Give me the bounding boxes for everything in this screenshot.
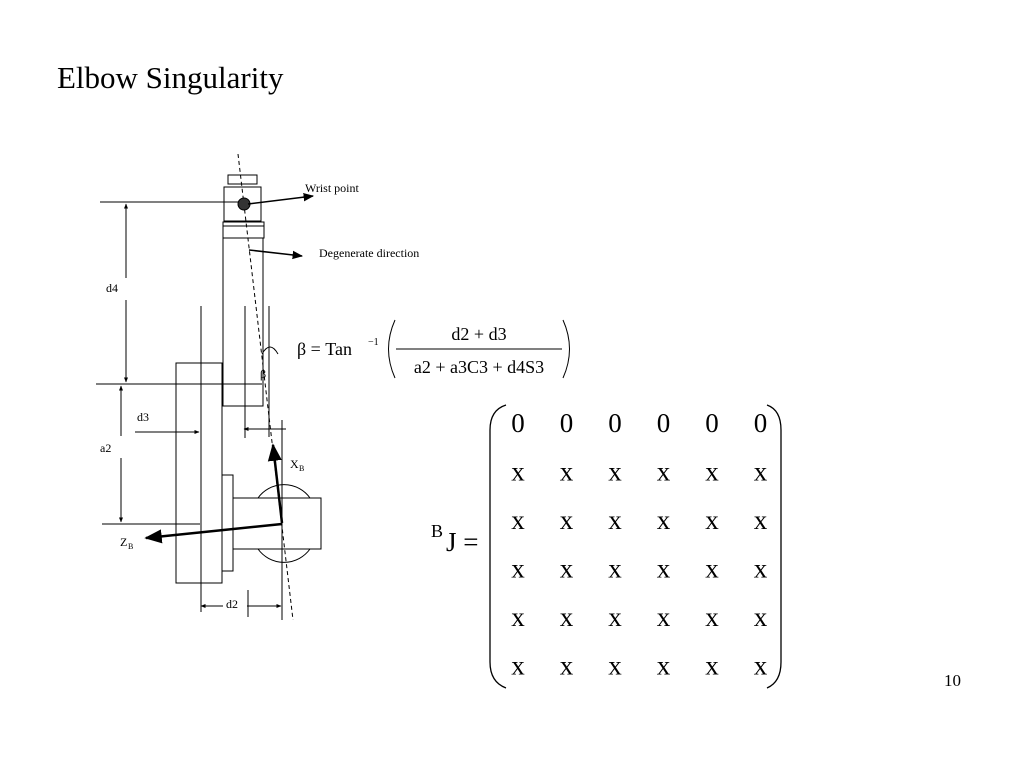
- degenerate-direction-label: Degenerate direction: [319, 246, 419, 260]
- matrix-cell: x: [560, 602, 574, 632]
- a2-label: a2: [100, 441, 111, 455]
- matrix-cell: 0: [705, 408, 719, 438]
- matrix-cell: x: [511, 457, 525, 487]
- upper-arm-link: [175, 362, 223, 584]
- matrix-left-bracket: [489, 404, 507, 689]
- beta-label: β: [260, 367, 266, 381]
- jacobian-superscript: B: [431, 521, 443, 541]
- beta-equation-exponent: −1: [368, 337, 379, 348]
- x-axis-label: X: [290, 457, 299, 471]
- beta-equation-right-paren: [562, 319, 570, 379]
- wrist-block: [223, 186, 262, 222]
- matrix-cell: x: [705, 457, 719, 487]
- matrix-cell: x: [754, 505, 768, 535]
- z-axis-subscript: B: [128, 542, 133, 551]
- matrix-cell: x: [705, 554, 719, 584]
- z-axis-label: Z: [120, 535, 127, 549]
- matrix-cell: x: [754, 457, 768, 487]
- matrix-cell: 0: [657, 408, 671, 438]
- matrix-cell: x: [657, 554, 671, 584]
- shoulder-joint-circle: [257, 484, 311, 563]
- matrix-cell: x: [608, 602, 622, 632]
- matrix-cell: x: [511, 651, 525, 681]
- matrix-cell: x: [560, 505, 574, 535]
- matrix-right-bracket: [766, 404, 782, 689]
- wrist-cap: [227, 174, 258, 185]
- matrix-cell: x: [511, 554, 525, 584]
- matrix-cell: 0: [608, 408, 622, 438]
- matrix-cell: x: [705, 505, 719, 535]
- beta-equation-denominator: a2 + a3C3 + d4S3: [414, 357, 544, 377]
- matrix-cell: x: [657, 457, 671, 487]
- robot-arm-drawing: [96, 153, 322, 621]
- d2-label: d2: [226, 597, 238, 611]
- matrix-cell: x: [511, 505, 525, 535]
- jacobian-symbol: J =: [446, 527, 478, 557]
- z-axis-arrow: [144, 522, 283, 544]
- degenerate-direction-line: [237, 153, 294, 621]
- beta-equation-left-paren: [388, 319, 396, 379]
- matrix-cell: x: [754, 554, 768, 584]
- d4-label: d4: [106, 281, 118, 295]
- beta-equation-numerator: d2 + d3: [451, 324, 506, 344]
- x-axis-subscript: B: [299, 464, 304, 473]
- matrix-cell: x: [705, 651, 719, 681]
- x-axis-arrow: [267, 443, 284, 524]
- matrix-cell: 0: [754, 408, 768, 438]
- forearm-link: [222, 237, 264, 407]
- matrix-cell: x: [608, 457, 622, 487]
- beta-arc: [261, 346, 279, 355]
- shoulder-axle: [232, 497, 322, 550]
- wrist-point-arrow: [247, 192, 315, 205]
- matrix-cell: x: [560, 651, 574, 681]
- matrix-cell: x: [608, 554, 622, 584]
- matrix-cell: x: [608, 505, 622, 535]
- matrix-cell: x: [560, 554, 574, 584]
- matrix-cell: x: [608, 651, 622, 681]
- wrist-collar: [222, 221, 265, 239]
- degenerate-direction-arrow: [248, 249, 304, 260]
- beta-equation: β = Tan −1 d2 + d3 a2 + a3C3 + d4S3: [297, 319, 570, 379]
- matrix-cell: 0: [560, 408, 574, 438]
- matrix-cell: x: [754, 602, 768, 632]
- wrist-point-label: Wrist point: [305, 181, 360, 195]
- d3-label: d3: [137, 410, 149, 424]
- shoulder-flange: [221, 474, 234, 572]
- slide-title: Elbow Singularity: [57, 60, 284, 95]
- matrix-cell: x: [657, 651, 671, 681]
- matrix-cell: x: [754, 651, 768, 681]
- matrix-cell: x: [511, 602, 525, 632]
- page-number: 10: [944, 671, 961, 690]
- matrix-cell: x: [560, 457, 574, 487]
- matrix-cell: x: [657, 602, 671, 632]
- matrix-cell: x: [657, 505, 671, 535]
- matrix-cell: 0: [511, 408, 525, 438]
- beta-equation-lhs: β = Tan: [297, 339, 352, 359]
- matrix-cell: x: [705, 602, 719, 632]
